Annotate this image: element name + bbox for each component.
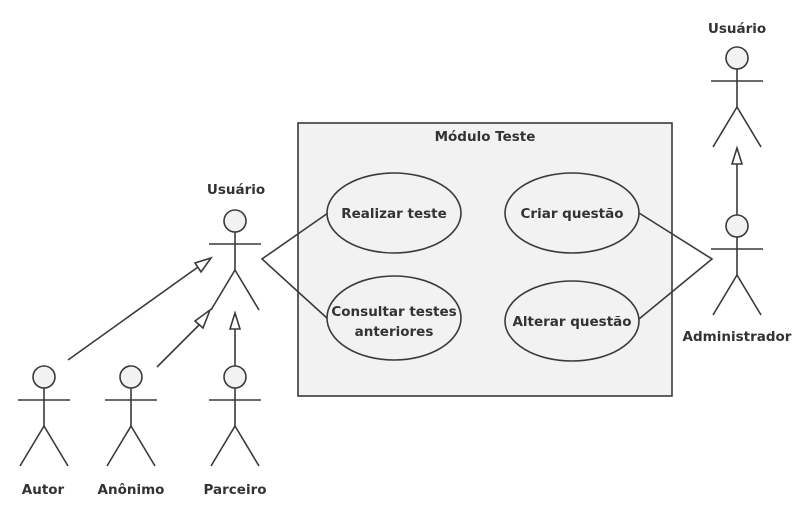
actor-usuario-left[interactable]: Usuário xyxy=(207,182,265,311)
association-usuario-usecases xyxy=(260,212,329,320)
system-boundary xyxy=(297,122,673,397)
actor-parceiro[interactable]: Parceiro xyxy=(203,365,267,498)
actor-usuario-right[interactable]: Usuário xyxy=(708,21,766,148)
generalization-autor-usuario xyxy=(67,256,214,361)
generalization-administrador-usuario xyxy=(730,145,744,215)
actor-usuario-left-label: Usuário xyxy=(207,182,265,198)
actor-administrador-label: Administrador xyxy=(683,329,792,345)
actor-anonimo-label: Anônimo xyxy=(98,482,165,498)
actor-usuario-right-label: Usuário xyxy=(708,21,766,37)
generalization-parceiro-usuario xyxy=(228,310,242,366)
use-case-consultar-testes-label-1: Consultar testes xyxy=(331,304,456,320)
use-case-criar-questao-label: Criar questão xyxy=(521,206,624,222)
actor-anonimo[interactable]: Anônimo xyxy=(98,365,165,498)
generalization-anonimo-usuario xyxy=(156,307,212,368)
actor-administrador[interactable]: Administrador xyxy=(683,214,792,345)
use-case-criar-questao[interactable]: Criar questão xyxy=(504,172,640,254)
use-case-realizar-teste-label: Realizar teste xyxy=(341,206,447,222)
use-case-alterar-questao-label: Alterar questão xyxy=(512,314,631,330)
association-administrador-usecases xyxy=(638,212,714,320)
system-title: Módulo Teste xyxy=(435,129,536,145)
use-case-consultar-testes-label-2: anteriores xyxy=(355,324,434,340)
use-case-consultar-testes[interactable]: Consultar testes anteriores xyxy=(326,275,462,361)
actor-parceiro-label: Parceiro xyxy=(203,482,266,498)
actor-autor[interactable]: Autor xyxy=(18,365,70,498)
use-case-alterar-questao[interactable]: Alterar questão xyxy=(504,280,640,362)
use-case-realizar-teste[interactable]: Realizar teste xyxy=(326,172,462,254)
actor-autor-label: Autor xyxy=(22,482,65,498)
